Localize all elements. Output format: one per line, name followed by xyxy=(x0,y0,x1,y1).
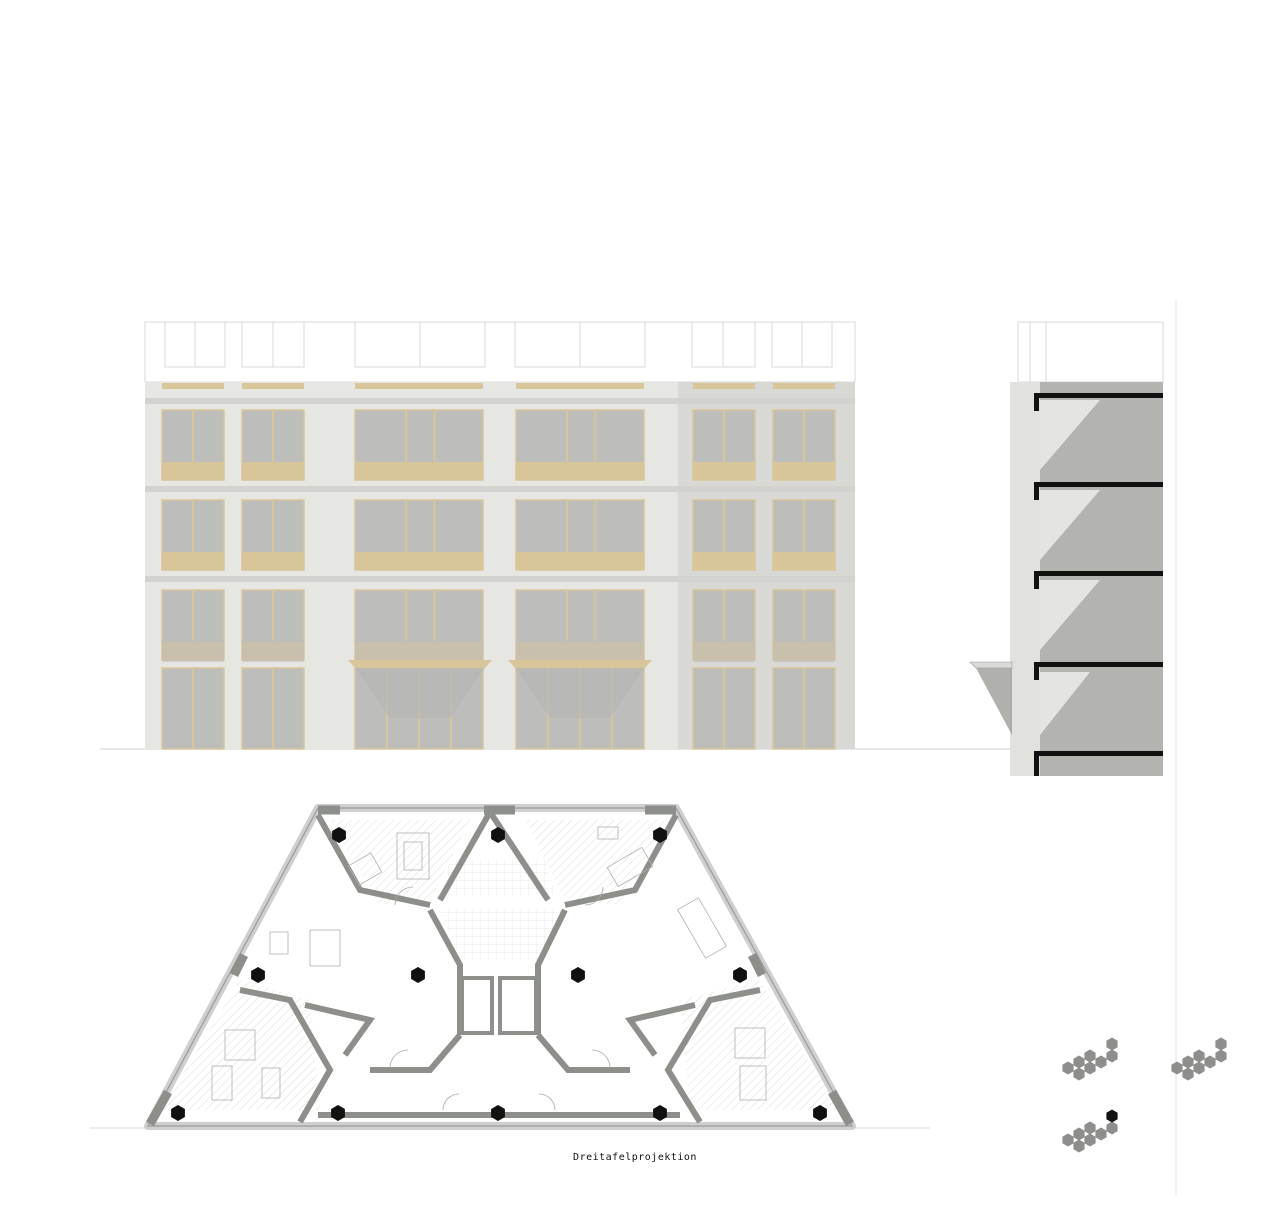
drawing-caption: Dreitafelprojektion xyxy=(573,1152,697,1163)
structural-column xyxy=(251,967,265,983)
structural-column xyxy=(491,827,505,843)
plan-furniture xyxy=(211,826,767,1101)
plan-facade-walls xyxy=(146,805,854,1127)
front-elevation xyxy=(100,321,1010,750)
structural-column xyxy=(331,1105,345,1121)
structural-column xyxy=(813,1105,827,1121)
structural-column xyxy=(571,967,585,983)
plan-columns xyxy=(171,827,827,1121)
window-bay xyxy=(692,499,756,571)
rooftop-penthouse xyxy=(144,321,856,383)
ground-floor-window xyxy=(161,640,225,750)
window-bay xyxy=(241,409,305,481)
roof-parapet-frame xyxy=(773,383,835,389)
side-elevation xyxy=(969,321,1164,776)
window-bay xyxy=(772,409,836,481)
site-keyplan xyxy=(1062,1037,1227,1153)
ground-floor-window xyxy=(241,640,305,750)
window-bay xyxy=(241,499,305,571)
window-bay xyxy=(354,409,484,481)
slab-edges xyxy=(1034,393,1163,776)
window-bay xyxy=(772,499,836,571)
window-bay xyxy=(354,499,484,571)
floor-plan xyxy=(90,804,930,1130)
floor-bands xyxy=(145,398,855,582)
window-bay xyxy=(161,499,225,571)
roof-parapet-frame xyxy=(355,383,483,389)
ground-floor-window xyxy=(772,640,836,750)
structural-column xyxy=(332,827,346,843)
window-bay xyxy=(515,499,645,571)
ground-floor-window xyxy=(692,640,756,750)
structural-column xyxy=(733,967,747,983)
keyplan-building-cluster xyxy=(1171,1037,1227,1081)
plan-walls xyxy=(239,806,761,1124)
window-bay xyxy=(515,409,645,481)
roof-parapet-frame xyxy=(516,383,644,389)
structural-column xyxy=(411,967,425,983)
structural-column xyxy=(171,1105,185,1121)
entrance-canopies xyxy=(348,660,652,718)
window-bay xyxy=(692,409,756,481)
keyplan-building-cluster xyxy=(1062,1109,1118,1153)
keyplan-building-cluster xyxy=(1062,1037,1118,1081)
window-bay xyxy=(161,409,225,481)
structural-column xyxy=(653,827,667,843)
roof-parapet-frame xyxy=(162,383,224,389)
core-shafts xyxy=(460,976,538,1035)
structural-column xyxy=(653,1105,667,1121)
roof-parapet-frame xyxy=(242,383,304,389)
structural-column xyxy=(491,1105,505,1121)
roof-parapet-frame xyxy=(693,383,755,389)
door-swings xyxy=(389,886,611,1111)
